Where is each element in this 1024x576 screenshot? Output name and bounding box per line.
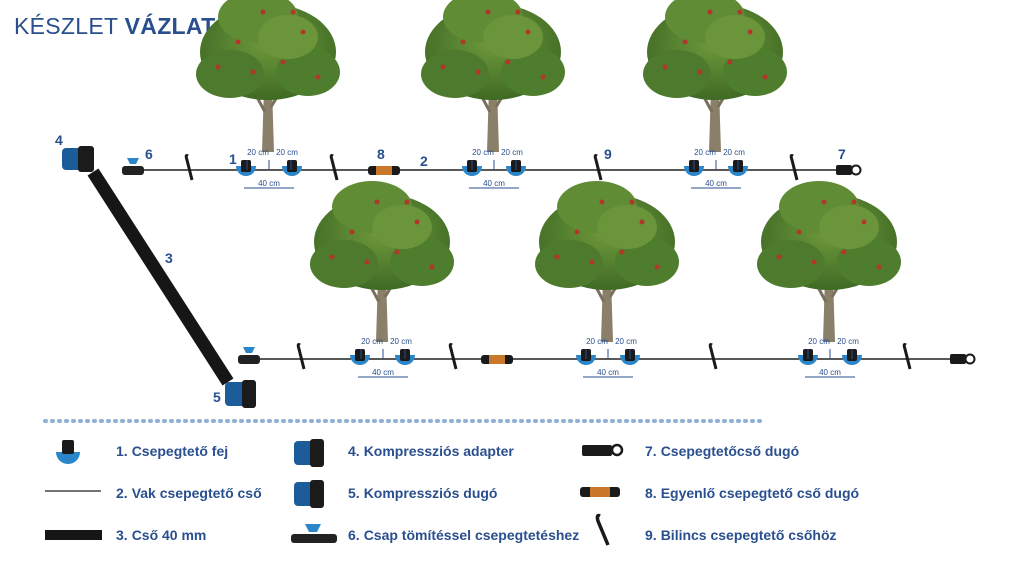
pipe-40mm-icon xyxy=(45,530,102,540)
svg-text:20 cm: 20 cm xyxy=(723,148,745,157)
dimension-marker: 20 cm 20 cm 40 cm xyxy=(243,148,298,189)
svg-text:20 cm: 20 cm xyxy=(808,337,830,346)
callout-8: 8 xyxy=(377,146,385,162)
legend-item-7: 7.Csepegtetőcső dugó xyxy=(645,443,800,459)
straight-connector-icon xyxy=(580,487,620,497)
drip-head-icon xyxy=(236,160,256,176)
title-light: KÉSZLET xyxy=(14,13,118,39)
legend-item-8: 8.Egyenlő csepegtető cső dugó xyxy=(645,485,860,501)
callout-6: 6 xyxy=(145,146,153,162)
dimension-marker: 20 cm 20 cm 40 cm xyxy=(468,148,523,189)
svg-text:20 cm: 20 cm xyxy=(837,337,859,346)
main-pipe xyxy=(87,168,234,386)
title-bold: VÁZLAT xyxy=(124,13,216,39)
tree-icon xyxy=(194,0,342,154)
svg-text:20 cm: 20 cm xyxy=(501,148,523,157)
drip-end-plug-icon xyxy=(582,443,624,457)
stake-clip-icon xyxy=(902,343,912,371)
svg-text:40 cm: 40 cm xyxy=(705,179,727,188)
compression-adapter-icon xyxy=(62,146,94,172)
legend-item-9: 9.Bilincs csepegtető csőhöz xyxy=(645,527,837,543)
tree-icon xyxy=(308,179,456,344)
stake-clip-icon xyxy=(595,513,610,546)
tree-icon xyxy=(419,0,567,154)
callout-9: 9 xyxy=(604,146,612,162)
callout-5: 5 xyxy=(213,389,221,405)
valve-icon xyxy=(291,524,337,543)
drip-head-icon xyxy=(56,440,80,464)
svg-text:40 cm: 40 cm xyxy=(483,179,505,188)
diagram-title: KÉSZLET VÁZLAT xyxy=(14,13,215,40)
valve-icon xyxy=(238,347,260,364)
stake-clip-icon xyxy=(708,343,718,371)
svg-text:40 cm: 40 cm xyxy=(372,368,394,377)
legend-item-1: 1.Csepegtető fej xyxy=(116,443,229,459)
svg-text:20 cm: 20 cm xyxy=(361,337,383,346)
tree-icon xyxy=(641,0,789,154)
callout-7: 7 xyxy=(838,146,846,162)
legend-item-3: 3.Cső 40 mm xyxy=(116,527,207,543)
drip-head-icon xyxy=(282,160,302,176)
straight-connector-icon xyxy=(481,355,513,364)
svg-text:20 cm: 20 cm xyxy=(472,148,494,157)
callout-1: 1 xyxy=(229,151,237,167)
legend-item-5: 5.Kompressziós dugó xyxy=(348,485,498,501)
svg-text:20 cm: 20 cm xyxy=(276,148,298,157)
tree-icon xyxy=(755,179,903,344)
tree-icon xyxy=(533,179,681,344)
drip-head-icon xyxy=(350,349,370,365)
dimension-marker: 20 cm 20 cm 40 cm xyxy=(582,337,637,378)
compression-plug-icon xyxy=(294,480,324,508)
callout-4: 4 xyxy=(55,132,63,148)
stake-clip-icon xyxy=(789,154,799,182)
drip-end-plug-icon xyxy=(950,353,976,365)
stake-clip-icon xyxy=(184,154,194,182)
svg-text:40 cm: 40 cm xyxy=(597,368,619,377)
drip-end-plug-icon xyxy=(836,164,862,176)
stake-clip-icon xyxy=(329,154,339,182)
svg-text:20 cm: 20 cm xyxy=(586,337,608,346)
svg-text:20 cm: 20 cm xyxy=(694,148,716,157)
svg-text:20 cm: 20 cm xyxy=(615,337,637,346)
compression-adapter-icon xyxy=(294,439,324,467)
svg-text:20 cm: 20 cm xyxy=(247,148,269,157)
stake-clip-icon xyxy=(593,154,603,182)
legend-item-2: 2.Vak csepegtető cső xyxy=(116,485,262,501)
legend-item-6: 6.Csap tömítéssel csepegtetéshez xyxy=(348,527,580,543)
callout-2: 2 xyxy=(420,153,428,169)
dimension-marker: 20 cm 20 cm 40 cm xyxy=(357,337,412,378)
stake-clip-icon xyxy=(448,343,458,371)
compression-plug-icon xyxy=(225,380,256,408)
legend-item-4: 4.Kompressziós adapter xyxy=(348,443,514,459)
straight-connector-icon xyxy=(368,166,400,175)
svg-text:40 cm: 40 cm xyxy=(819,368,841,377)
callout-3: 3 xyxy=(165,250,173,266)
svg-text:20 cm: 20 cm xyxy=(390,337,412,346)
svg-text:40 cm: 40 cm xyxy=(258,179,280,188)
dimension-marker: 20 cm 20 cm 40 cm xyxy=(804,337,859,378)
dimension-marker: 20 cm 20 cm 40 cm xyxy=(690,148,745,189)
stake-clip-icon xyxy=(296,343,306,371)
valve-icon xyxy=(122,158,144,175)
